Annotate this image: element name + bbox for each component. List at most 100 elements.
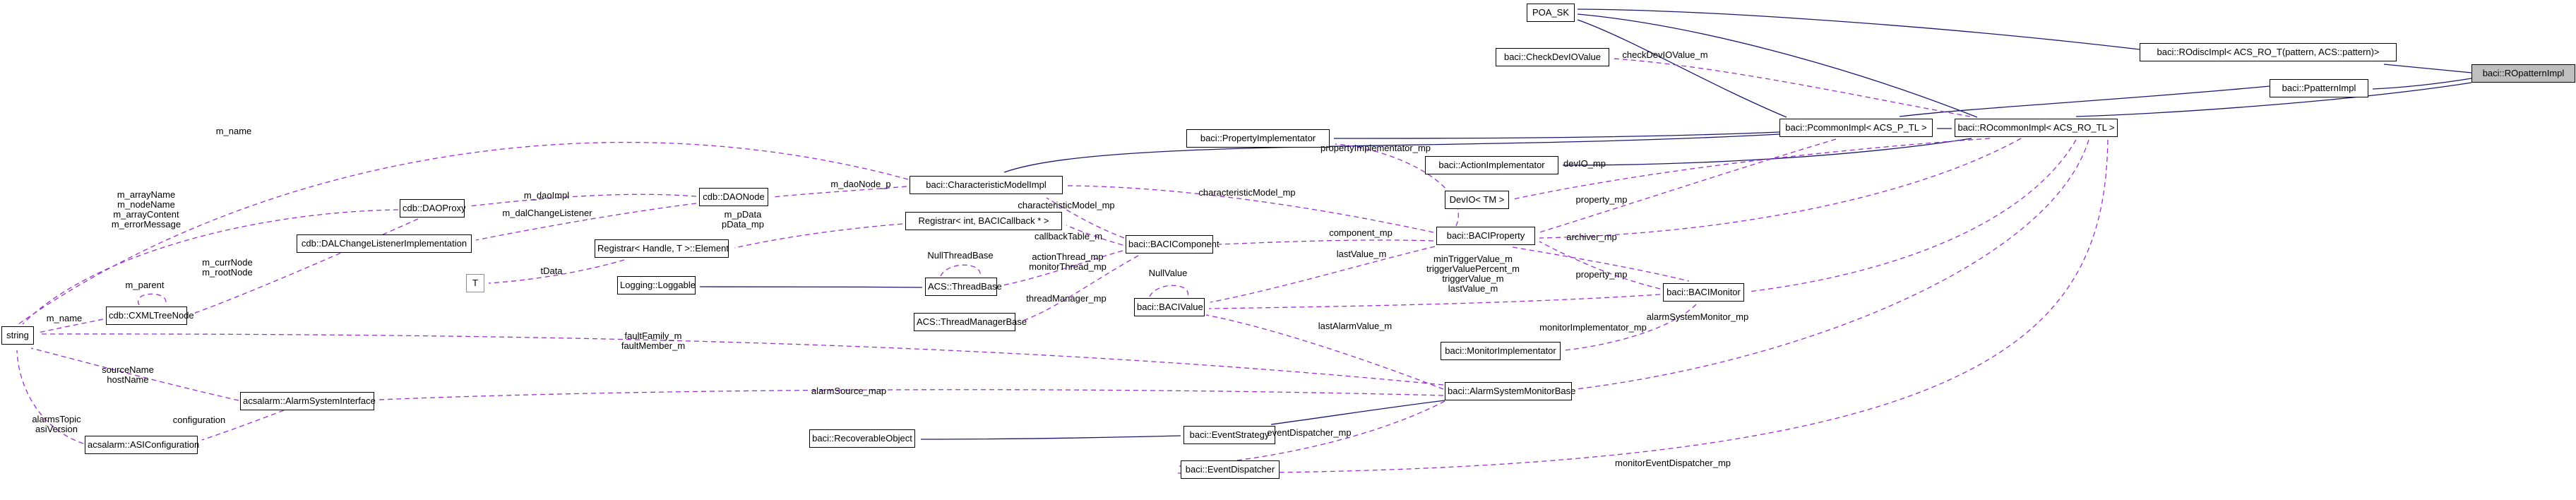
node-event-strategy[interactable]: baci::EventStrategy: [1183, 426, 1275, 444]
edge-label-m-daoimpl: m_daoImpl: [523, 190, 570, 201]
node-action-implementator[interactable]: baci::ActionImplementator: [1425, 156, 1558, 174]
edge-callbacktable-m: [1066, 225, 1123, 246]
edge-label-monitorimplementator-mp: monitorImplementator_mp: [1539, 322, 1647, 333]
node-asi-configuration[interactable]: acsalarm::ASIConfiguration: [85, 436, 199, 454]
edge-label-alarmstopic-group: alarmsTopic asiVersion: [32, 414, 81, 434]
node-rodiscimpl[interactable]: baci::ROdiscImpl< ACS_RO_T(pattern, ACS:…: [2140, 43, 2397, 61]
node-threadmanagerbase[interactable]: ACS::ThreadManagerBase: [914, 313, 1027, 331]
edge-characteristicmodel-mp-property: [1066, 185, 1434, 233]
node-baciproperty[interactable]: baci::BACIProperty: [1436, 227, 1535, 245]
node-bacivalue[interactable]: baci::BACIValue: [1134, 298, 1205, 316]
edge-sourcename-hostname: [30, 347, 239, 401]
node-threadbase[interactable]: ACS::ThreadBase: [925, 278, 1002, 296]
edge-property-mp-lower: [1539, 241, 1661, 290]
edge-configuration: [201, 410, 285, 441]
edge-rocommonimpl-to-actionimplementator: [1562, 138, 1972, 166]
edge-rocommonimpl-to-bacimonitor: [1748, 139, 2077, 292]
edge-alarmstopic-asiversion: [16, 350, 84, 444]
edge-label-monitoreventdispatcher-mp: monitorEventDispatcher_mp: [1614, 458, 1731, 468]
edge-m-dalchangelistener: [475, 203, 697, 241]
node-rocommonimpl[interactable]: baci::ROcommonImpl< ACS_RO_TL >: [1955, 119, 2118, 137]
edge-label-nullthreadbase: NullThreadBase: [927, 250, 994, 261]
edge-tdata: [488, 259, 625, 284]
edge-label-m-parent: m_parent: [125, 280, 165, 290]
node-alarm-system-interface[interactable]: acsalarm::AlarmSystemInterface: [240, 392, 376, 410]
edge-bacimonitor-to-bacivalue: [1208, 294, 1661, 309]
node-loggable[interactable]: Logging::Loggable: [617, 276, 696, 294]
node-poa-sk[interactable]: POA_SK: [1527, 4, 1575, 22]
node-ppatternimpl[interactable]: baci::PpatternImpl: [2270, 79, 2368, 97]
edge-label-characteristicmodel-mp-2: characteristicModel_mp: [1018, 200, 1115, 210]
node-alarm-system-monitor-base[interactable]: baci::AlarmSystemMonitorBase: [1445, 382, 1575, 400]
edge-alarmsource-map: [378, 389, 1444, 400]
edge-propertyimplementator-mp: [1335, 143, 1459, 227]
edge-monitorimplementator-mp: [1564, 304, 1697, 351]
node-recoverable-object[interactable]: baci::RecoverableObject: [809, 429, 915, 448]
node-daonode[interactable]: cdb::DAONode: [699, 188, 768, 206]
node-string[interactable]: string: [1, 326, 34, 345]
edge-label-lastvalue-m: lastValue_m: [1336, 249, 1387, 259]
edge-label-m-arrayname-group: m_arrayName m_nodeName m_arrayContent m_…: [111, 189, 181, 230]
edge-actionthread-mp: [1002, 250, 1123, 286]
edge-label-characteristicmodel-mp-1: characteristicModel_mp: [1198, 187, 1296, 198]
edge-component-mp: [1218, 239, 1434, 245]
edge-label-m-name-left: m_name: [46, 313, 83, 323]
edge-pcommonimpl-to-poa-sk: [1577, 19, 1787, 118]
edge-label-lastalarmvalue-m: lastAlarmValue_m: [1318, 321, 1393, 331]
edge-label-nullvalue: NullValue: [1148, 268, 1188, 278]
node-registrar-handle-element[interactable]: Registrar< Handle, T >::Element: [595, 239, 729, 258]
edge-label-m-name-top: m_name: [215, 126, 252, 136]
edge-alarmsystemmonitor-mp: [1575, 139, 2089, 390]
edge-label-configuration: configuration: [172, 415, 226, 425]
edge-label-property-mp-lower: property_mp: [1575, 269, 1628, 280]
edge-label-sourcename-group: sourceName hostName: [102, 364, 154, 385]
edge-alarmsystemmonitorbase-to-eventstrategy: [1270, 400, 1445, 425]
edge-daoproxy-to-string: [22, 209, 399, 325]
edge-baciproperty-to-bacimonitor: [1512, 246, 1690, 282]
edge-m-daonode-p: [772, 186, 907, 198]
node-devio-tm[interactable]: DevIO< TM >: [1445, 191, 1509, 209]
node-registrar-int-bacicallback[interactable]: Registrar< int, BACICallback * >: [905, 212, 1062, 230]
edge-label-m-currnode-group: m_currNode m_rootNode: [202, 257, 253, 278]
node-t-param[interactable]: T: [466, 274, 484, 292]
edge-checkdeviovalue-m: [1613, 58, 1971, 117]
edge-label-devio-mp: devIO_mp: [1563, 158, 1606, 169]
edge-nullvalue-selfloop: [1149, 285, 1188, 297]
edge-faultfamily-m: [37, 333, 1444, 386]
edge-label-m-dalchangelistener: m_dalChangeListener: [502, 208, 592, 218]
node-characteristic-model-impl[interactable]: baci::CharacteristicModelImpl: [910, 176, 1063, 194]
edge-ropatternimpl-to-rocommonimpl: [2075, 82, 2472, 117]
node-property-implementator[interactable]: baci::PropertyImplementator: [1186, 129, 1330, 148]
edge-archiver-mp: [1539, 138, 2022, 239]
node-bacicomponent[interactable]: baci::BACIComponent: [1126, 235, 1220, 254]
edge-lastvalue-m: [1210, 246, 1436, 303]
node-check-devio-value[interactable]: baci::CheckDevIOValue: [1496, 48, 1609, 66]
edge-m-daoimpl: [468, 194, 697, 207]
edge-label-m-pdata-group: m_pData pData_mp: [722, 209, 764, 230]
node-pcommonimpl[interactable]: baci::PcommonImpl< ACS_P_TL >: [1779, 119, 1933, 137]
edge-devio-mp: [1513, 138, 1991, 200]
edge-characteristicmodel-mp-component: [1046, 197, 1125, 239]
edge-label-mintriggervalue-group: minTriggerValue_m triggerValuePercent_m …: [1426, 254, 1520, 294]
node-bacimonitor[interactable]: baci::BACIMonitor: [1663, 283, 1744, 302]
node-dalchangelistener-implementation[interactable]: cdb::DALChangeListenerImplementation: [297, 234, 472, 253]
edge-label-alarmsystemmonitor-mp: alarmSystemMonitor_mp: [1646, 311, 1749, 322]
node-cxmltreenode[interactable]: cdb::CXMLTreeNode: [106, 306, 194, 325]
edge-m-name-top: [18, 141, 909, 325]
edge-label-property-mp-upper: property_mp: [1575, 194, 1628, 205]
edge-m-currnode-m-rootnode: [191, 218, 419, 315]
edge-label-propertyimplementator-mp: propertyImplementator_mp: [1320, 143, 1431, 153]
edge-property-mp-upper: [1539, 138, 1837, 233]
edge-monitoreventdispatcher-mp: [1177, 139, 2109, 474]
edge-m-pdata: [734, 223, 903, 249]
edge-label-archiver-mp: archiver_mp: [1566, 232, 1617, 242]
node-monitor-implementator[interactable]: baci::MonitorImplementator: [1441, 342, 1561, 360]
edge-label-tdata: tData: [540, 266, 563, 276]
edge-m-parent-selfloop: [137, 293, 167, 306]
node-event-dispatcher[interactable]: baci::EventDispatcher: [1181, 460, 1280, 479]
node-ropatternimpl[interactable]: baci::ROpatternImpl: [2471, 64, 2575, 83]
edge-ropatternimpl-to-ppatternimpl: [2372, 78, 2472, 90]
node-daoproxy[interactable]: cdb::DAOProxy: [400, 199, 466, 218]
